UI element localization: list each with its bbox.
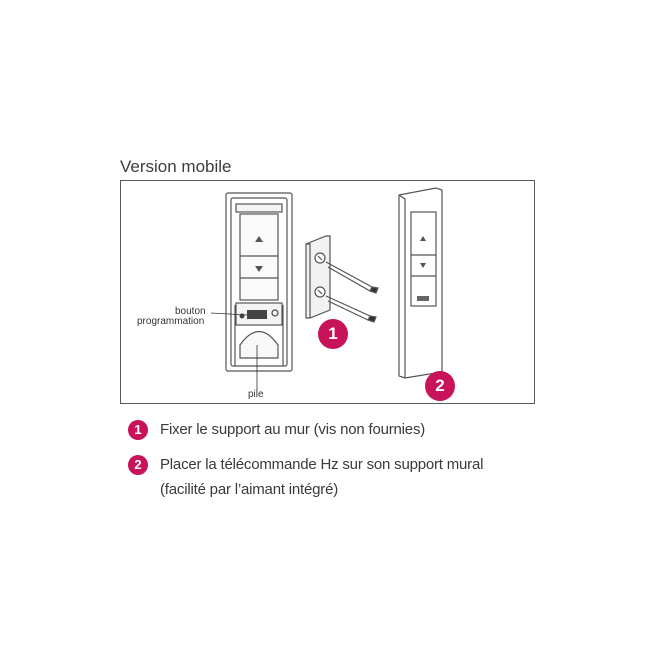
bouton-label: bouton [175,306,206,317]
step-1-text: Fixer le support au mur (vis non fournie… [160,421,426,438]
wall-support [305,235,331,319]
badge-step-1: 1 [318,319,348,349]
screws [325,261,379,323]
bouton-leader [210,312,248,316]
pile-label: pile [248,389,264,400]
step-1-badge: 1 [128,420,148,440]
step-2-badge: 2 [128,455,148,475]
step-2-text: Placer la télécommande Hz sur son suppor… [160,456,484,473]
badge-step-2: 2 [425,371,455,401]
section-title: Version mobile [120,157,232,176]
remote-open-back [225,192,293,372]
remote-front [398,187,443,379]
step-2-text-line2: (facilité par l’aimant intégré) [160,481,339,498]
programmation-label: programmation [137,316,205,327]
diagram-frame [120,180,535,404]
